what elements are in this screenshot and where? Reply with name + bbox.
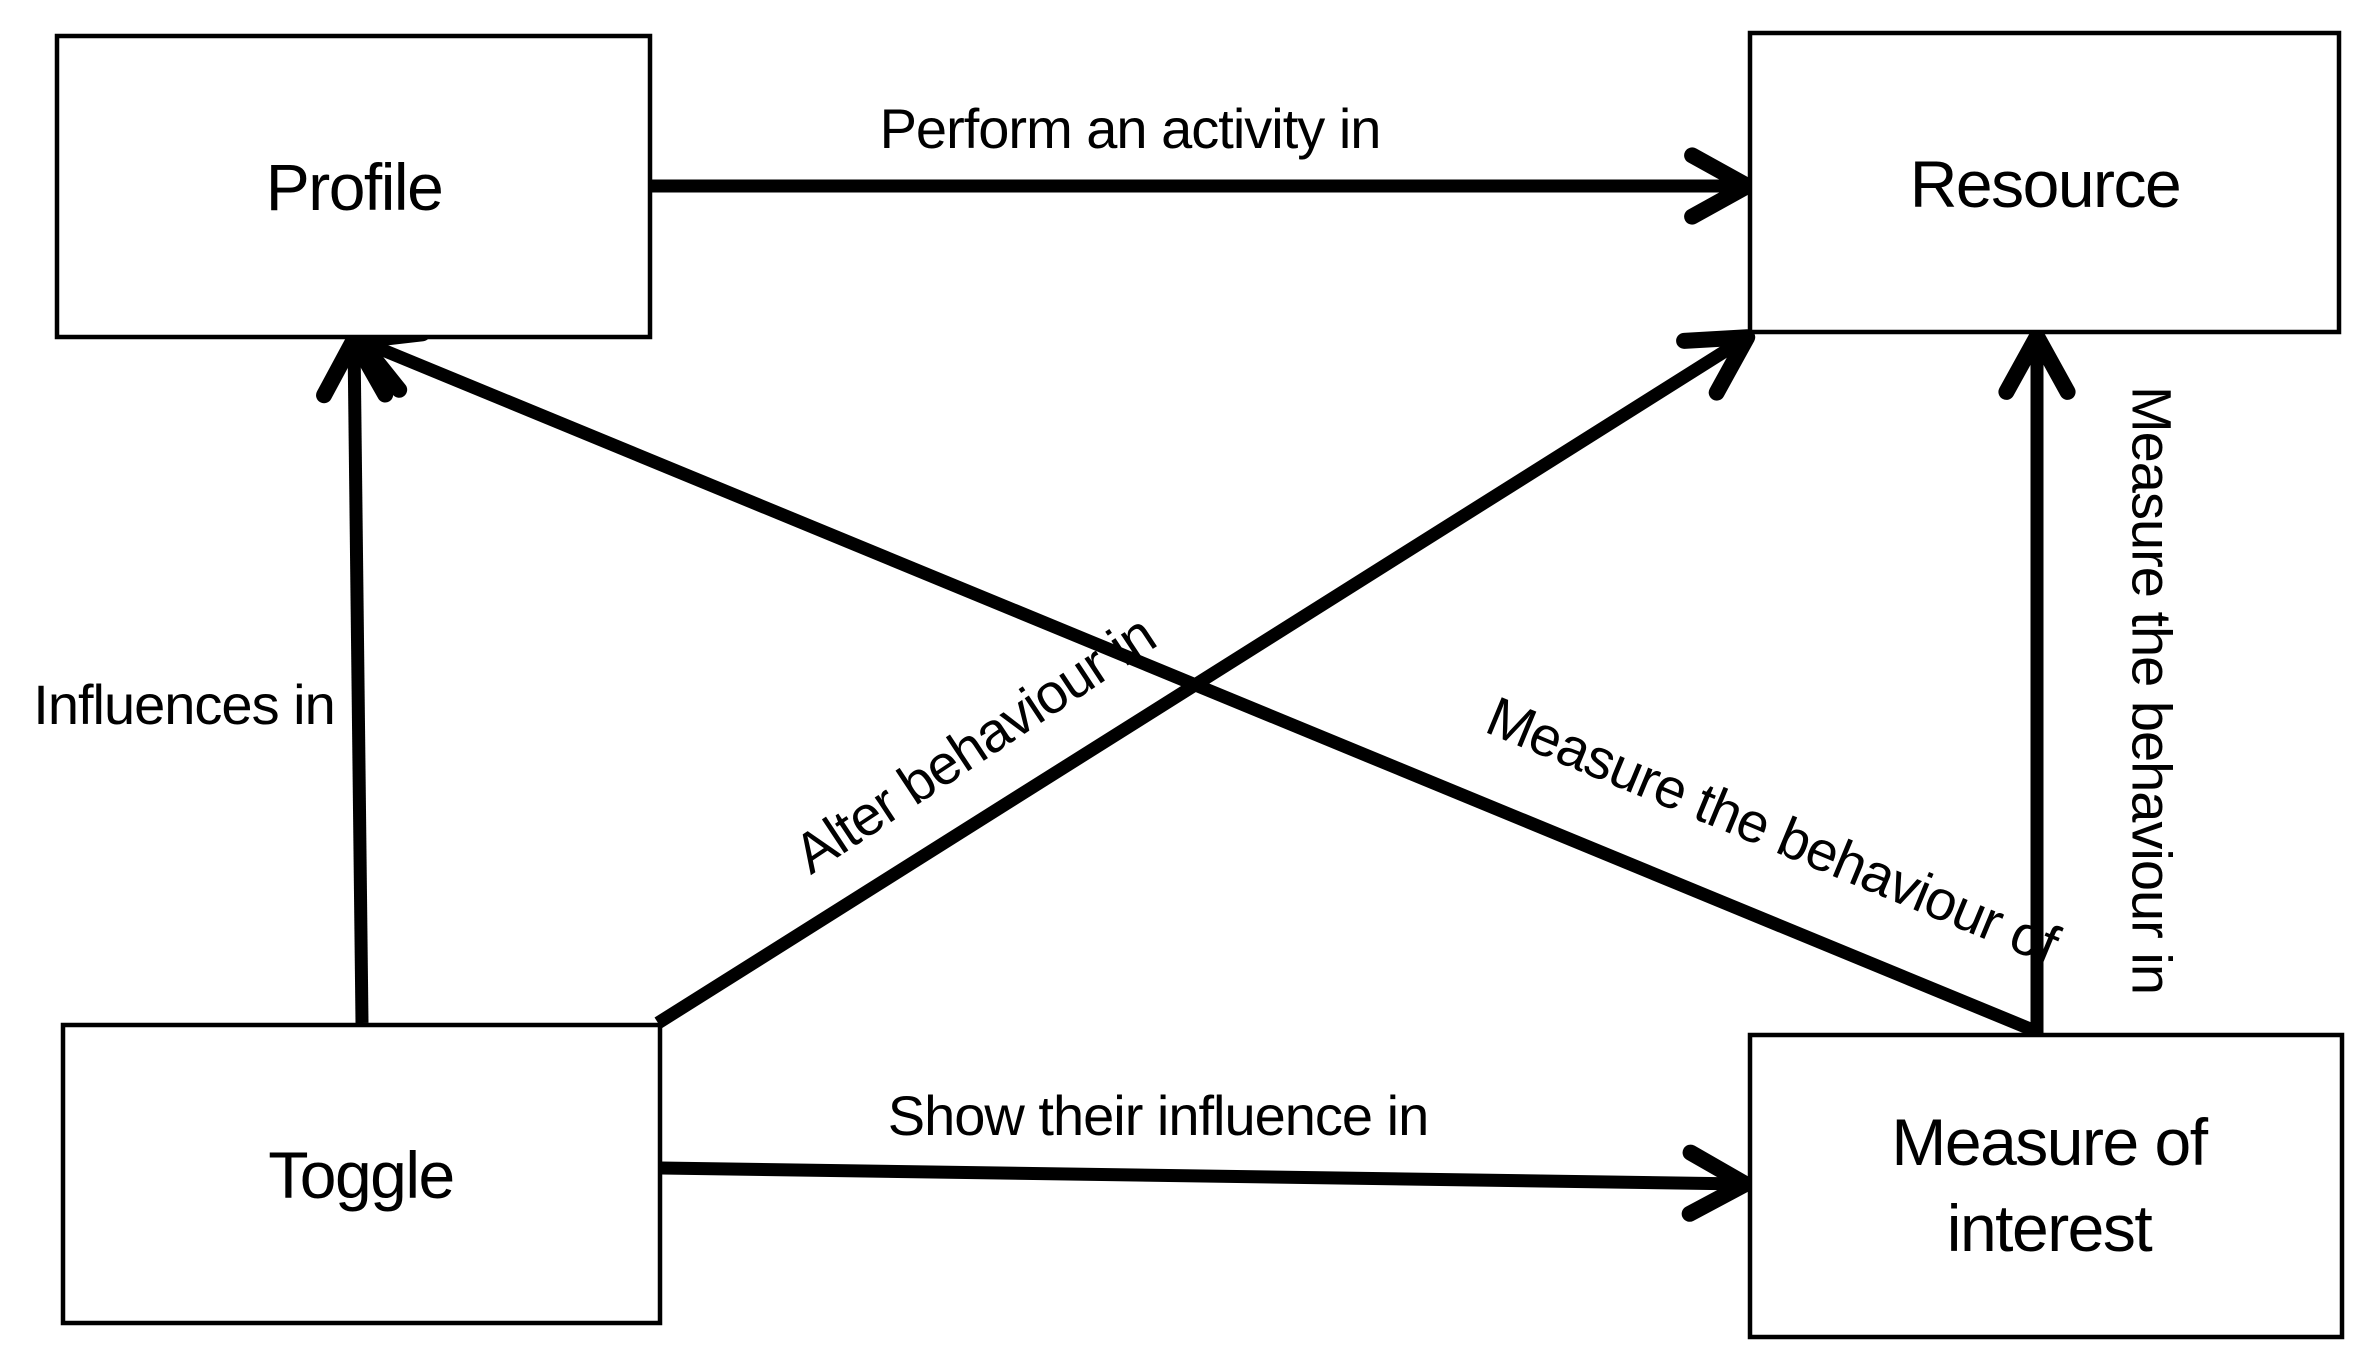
node-toggle: Toggle xyxy=(60,1022,663,1326)
toggle-label: Toggle xyxy=(268,1138,454,1212)
profile-label: Profile xyxy=(266,150,443,224)
node-profile: Profile xyxy=(54,33,653,340)
edge-label-measure-behaviour-of: Measure the behaviour of xyxy=(1478,684,2068,977)
node-measure-of-interest: Measure of interest xyxy=(1747,1032,2345,1340)
edge-label-measure-behaviour-in: Measure the behaviour in xyxy=(2121,386,2184,994)
resource-box xyxy=(1747,30,2342,335)
measure-of-interest-label-line1: Measure of xyxy=(1891,1105,2208,1179)
edge-label-influences-in: Influences in xyxy=(33,673,334,736)
arrow-measure-to-profile xyxy=(351,325,2043,1040)
arrow-toggle-to-measure xyxy=(660,1144,1754,1222)
edge-label-show-influence: Show their influence in xyxy=(888,1084,1428,1147)
profile-box xyxy=(54,33,653,340)
arrow-toggle-to-resource xyxy=(654,329,1756,1029)
measure-of-interest-label-line2: interest xyxy=(1947,1191,2153,1265)
toggle-box xyxy=(60,1022,663,1326)
arrow-toggle-to-profile xyxy=(316,331,394,1024)
node-resource: Resource xyxy=(1747,30,2342,335)
measure-of-interest-box xyxy=(1747,1032,2345,1340)
edge-label-perform-activity: Perform an activity in xyxy=(880,97,1381,160)
resource-label: Resource xyxy=(1910,147,2180,221)
